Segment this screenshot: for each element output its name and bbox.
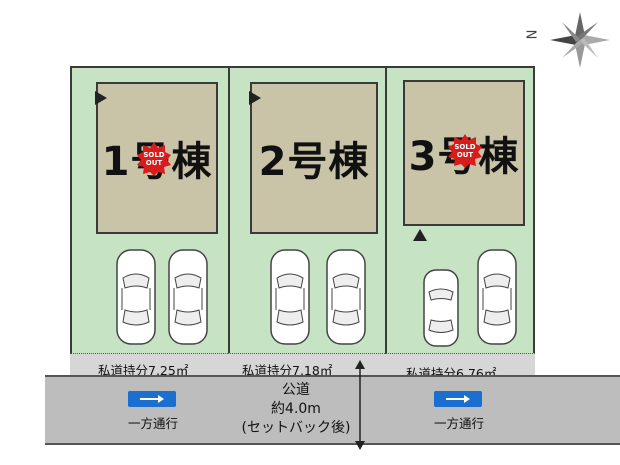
one-way-label-right: 一方通行	[434, 416, 485, 431]
sold-out-text: OUT	[146, 159, 163, 167]
lot-1[interactable]: 1号棟 SOLD OUT	[70, 66, 230, 355]
entrance-marker-icon	[249, 91, 261, 105]
private-road-strip-3	[385, 353, 535, 375]
road-width: 約4.0m	[271, 401, 321, 417]
public-road	[45, 375, 620, 445]
private-road-share-2: 私道持分7.18㎡	[242, 363, 333, 378]
road-label: 公道 約4.0m (セットバック後)	[226, 381, 366, 438]
compass-north-label: N	[525, 29, 541, 40]
car-icon	[326, 249, 366, 345]
entrance-marker-icon	[95, 91, 107, 105]
sold-out-badge-icon: SOLD OUT	[137, 142, 171, 176]
private-road-strip-1	[70, 353, 228, 375]
lot-3[interactable]: 3号棟 SOLD OUT	[385, 66, 535, 355]
car-icon	[477, 249, 517, 345]
road-width-dimension-icon	[355, 360, 365, 450]
road-type: 公道	[282, 382, 310, 398]
sold-out-badge-icon: SOLD OUT	[448, 134, 482, 168]
private-road-strip-2	[228, 353, 387, 375]
sold-out-text: SOLD	[143, 151, 164, 159]
one-way-arrow-icon	[128, 391, 176, 407]
private-road-share-1: 私道持分7.25㎡	[98, 363, 189, 378]
compass: N	[520, 8, 615, 68]
sold-out-text: OUT	[457, 151, 474, 159]
car-icon	[168, 249, 208, 345]
road-setback-note: (セットバック後)	[241, 420, 351, 436]
house-2-label: 2号棟	[258, 139, 370, 185]
one-way-arrow-icon	[434, 391, 482, 407]
car-icon	[116, 249, 156, 345]
entrance-marker-icon	[413, 229, 427, 241]
lot-2[interactable]: 2号棟	[228, 66, 387, 355]
car-icon	[270, 249, 310, 345]
sold-out-text: SOLD	[454, 143, 475, 151]
house-2: 2号棟	[250, 82, 378, 234]
one-way-label-left: 一方通行	[128, 416, 179, 431]
car-icon	[423, 269, 459, 347]
